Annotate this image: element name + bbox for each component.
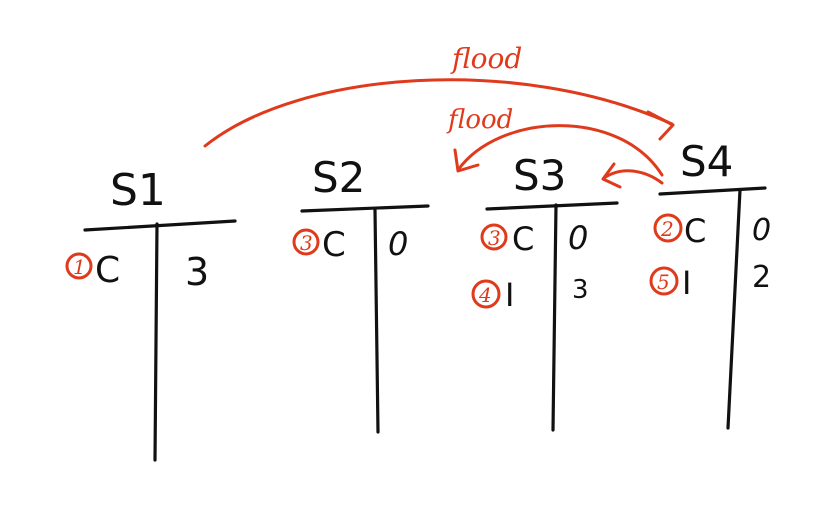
- table-title-s4: S4: [680, 137, 733, 186]
- table-key-s4-i: I: [682, 264, 691, 302]
- table-key-s3-c: C: [512, 220, 534, 258]
- step-badge-s3-c: 3: [488, 226, 501, 250]
- table-key-s1-c: C: [95, 250, 120, 291]
- table-s1: S1 1 C 3: [65, 165, 237, 462]
- table-value-s4-i: 2: [752, 260, 771, 295]
- step-badge-circle: [480, 223, 508, 251]
- table-value-s1-c: 3: [185, 250, 209, 294]
- table-s4: S4 2 C 0 5 I 2: [649, 137, 771, 430]
- step-badge-s2-c: 3: [300, 231, 313, 255]
- arrow-label-s3-to-s2: flood: [446, 105, 513, 135]
- table-value-s3-i: 3: [572, 275, 589, 305]
- table-key-s3-i: I: [505, 276, 514, 314]
- arrow-s4-to-s3: [601, 162, 664, 189]
- table-title-s3: S3: [513, 151, 566, 200]
- table-title-s1: S1: [110, 165, 166, 216]
- table-key-s2-c: C: [322, 225, 346, 265]
- step-badge-circle: [649, 266, 679, 296]
- step-badge-circle: [471, 279, 501, 309]
- step-badge-circle: [292, 228, 320, 256]
- step-badge-s4-i: 5: [657, 270, 670, 294]
- table-s3: S3 3 C 0 4 I 3: [471, 151, 619, 432]
- step-badge-s1-c: 1: [73, 255, 86, 279]
- table-value-s3-c: 0: [568, 219, 588, 257]
- step-badge-s3-i: 4: [478, 283, 492, 307]
- table-key-s4-c: C: [684, 212, 706, 250]
- arrow-s3-to-s2: [453, 124, 664, 177]
- arrow-s1-to-s4: [203, 78, 675, 148]
- arrow-label-s1-to-s4: flood: [450, 42, 522, 75]
- step-badge-circle: [65, 252, 93, 280]
- step-badge-s4-c: 2: [660, 217, 674, 241]
- table-value-s4-c: 0: [752, 213, 771, 248]
- table-value-s2-c: 0: [388, 225, 408, 263]
- table-title-s2: S2: [312, 153, 365, 202]
- table-s2: S2 3 C 0: [292, 153, 430, 434]
- step-badge-circle: [653, 213, 683, 243]
